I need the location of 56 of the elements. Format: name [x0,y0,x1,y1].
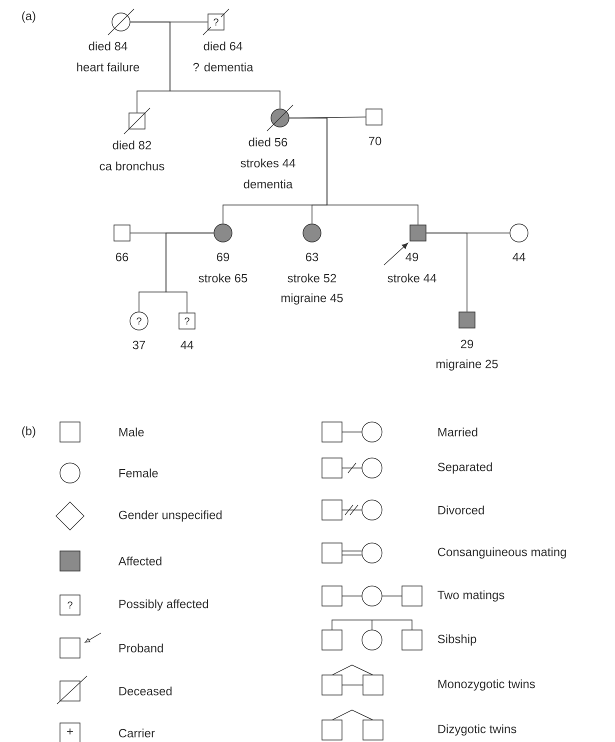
annotation-text: stroke 65 [198,274,248,282]
person-symbol [124,108,150,134]
annotation-text: died 64 [204,42,242,50]
annotation-text: ? dementia [193,62,254,72]
legend-text: Sibship [438,634,476,646]
descent-line [166,232,214,313]
person-symbol [266,104,294,132]
annotation-text: 63 [306,252,318,262]
descent-line [426,232,468,312]
legend-text: Dizygotic twins [438,724,516,736]
person-symbol [214,224,232,242]
descent-line [130,22,280,109]
legend-text: Gender unspecified [118,510,222,522]
annotation-text: died 82 [112,140,152,150]
legend-text: Monozygotic twins [438,679,535,691]
annotation-text: 70 [368,136,382,146]
annotation-text: migraine 45 [281,293,343,305]
annotation-text: ca bronchus [100,162,164,170]
legend-text: Deceased [119,686,172,696]
annotation-text: 29 [460,340,474,348]
person-symbol [114,224,130,242]
annotation-text: strokes 44 [240,158,296,168]
legend-text: Affected [118,556,162,566]
annotation-text: dementia [244,180,293,188]
legend-text: Female [119,468,158,478]
legend-text: Possibly affected [119,599,208,611]
person-symbol [366,108,382,126]
legend-text: Two matings [438,590,504,602]
legend-text: Divorced [438,506,484,514]
annotation-text: stroke 44 [388,274,436,282]
person-symbol [458,312,476,328]
annotation-text: 37 [132,340,146,350]
annotation-text: 44 [180,340,194,350]
annotation-text: stroke 52 [288,274,336,282]
annotation-text: 44 [512,252,526,262]
descent-line [289,118,418,225]
person-symbol [510,224,528,242]
annotation-text: 49 [406,252,418,262]
legend-text: Consanguineous mating [438,547,566,559]
annotation-text: heart failure [77,62,140,72]
proband-arrow [384,242,408,266]
panel-label: (a) [22,11,36,23]
annotation-text: 66 [116,252,128,262]
person-symbol [302,224,322,242]
annotation-text: migraine 25 [436,359,498,371]
legend-text: Carrier [118,728,155,738]
legend-text: Proband [119,644,163,652]
person-symbol [410,224,426,242]
legend-text: Male [119,428,144,436]
legend-text: Married [438,428,478,436]
annotation-text: 69 [216,252,230,262]
legend-text: Separated [438,462,492,474]
annotation-text: died 56 [248,138,288,146]
annotation-text: died 84 [88,42,128,50]
person-symbol [108,8,134,36]
panel-label: (b) [22,426,36,438]
